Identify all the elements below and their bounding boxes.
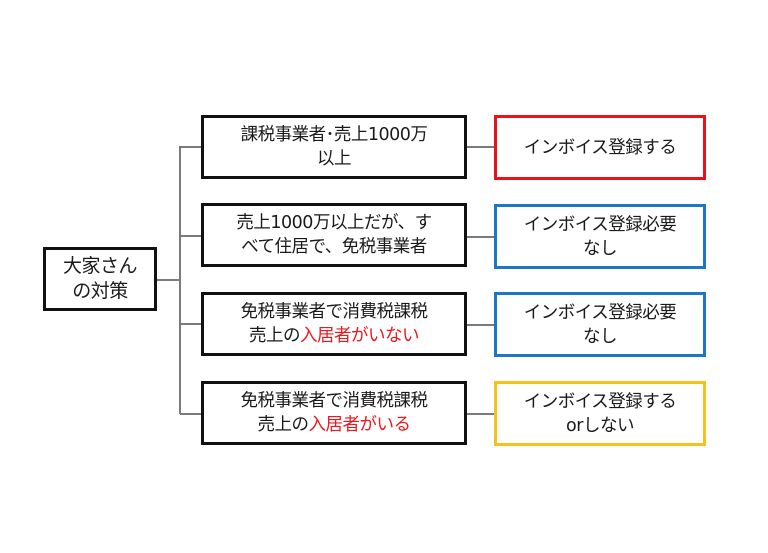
- result-line-1: インボイス登録する: [523, 137, 677, 158]
- root-line-2: の対策: [72, 280, 128, 302]
- condition-line-1: 免税事業者で消費税課税: [240, 302, 429, 322]
- condition-text: 以上: [317, 149, 352, 169]
- condition-line-1: 課税事業者･売上1000万: [240, 125, 428, 145]
- result-line-2: なし: [583, 326, 618, 347]
- branch-connector-2: [180, 235, 201, 237]
- result-line-1: インボイス登録必要: [523, 302, 677, 323]
- condition-node-2: 売上1000万以上だが、す べて住居で、免税事業者: [201, 203, 467, 267]
- result-connector-1: [467, 146, 494, 148]
- result-node-2: インボイス登録必要 なし: [494, 204, 706, 269]
- condition-node-1: 課税事業者･売上1000万 以上: [201, 115, 467, 179]
- condition-text: 売上の: [249, 326, 301, 346]
- result-connector-3: [467, 324, 494, 326]
- condition-highlight: 入居者がいる: [308, 415, 412, 435]
- result-line-2: なし: [583, 238, 618, 259]
- result-line-2: orしない: [566, 415, 634, 436]
- condition-node-4: 免税事業者で消費税課税 売上の入居者がいる: [201, 381, 467, 445]
- condition-highlight: 入居者がいない: [300, 326, 420, 346]
- branch-connector-4: [180, 413, 201, 415]
- result-node-1: インボイス登録する: [494, 115, 706, 180]
- condition-node-3: 免税事業者で消費税課税 売上の入居者がいない: [201, 292, 467, 356]
- trunk-connector: [179, 146, 181, 414]
- condition-text: 売上の: [257, 415, 310, 435]
- result-connector-2: [467, 236, 494, 238]
- condition-text: べて住居で、免税事業者: [241, 237, 427, 257]
- root-node: 大家さん の対策: [43, 247, 157, 311]
- condition-line-2: 売上の入居者がいない: [249, 324, 420, 348]
- result-node-3: インボイス登録必要 なし: [494, 292, 706, 357]
- branch-connector-3: [180, 323, 201, 325]
- result-node-4: インボイス登録する orしない: [494, 381, 706, 446]
- condition-line-2: 売上の入居者がいる: [257, 413, 412, 437]
- condition-line-1: 売上1000万以上だが、す: [236, 213, 432, 233]
- result-connector-4: [467, 413, 494, 415]
- result-line-1: インボイス登録必要: [523, 214, 677, 235]
- condition-line-2: 以上: [317, 147, 352, 171]
- condition-line-1: 免税事業者で消費税課税: [240, 391, 429, 411]
- branch-connector-1: [180, 146, 201, 148]
- condition-line-2: べて住居で、免税事業者: [241, 235, 427, 259]
- result-line-1: インボイス登録する: [523, 391, 677, 412]
- root-line-1: 大家さん: [62, 255, 138, 277]
- root-connector: [157, 279, 180, 281]
